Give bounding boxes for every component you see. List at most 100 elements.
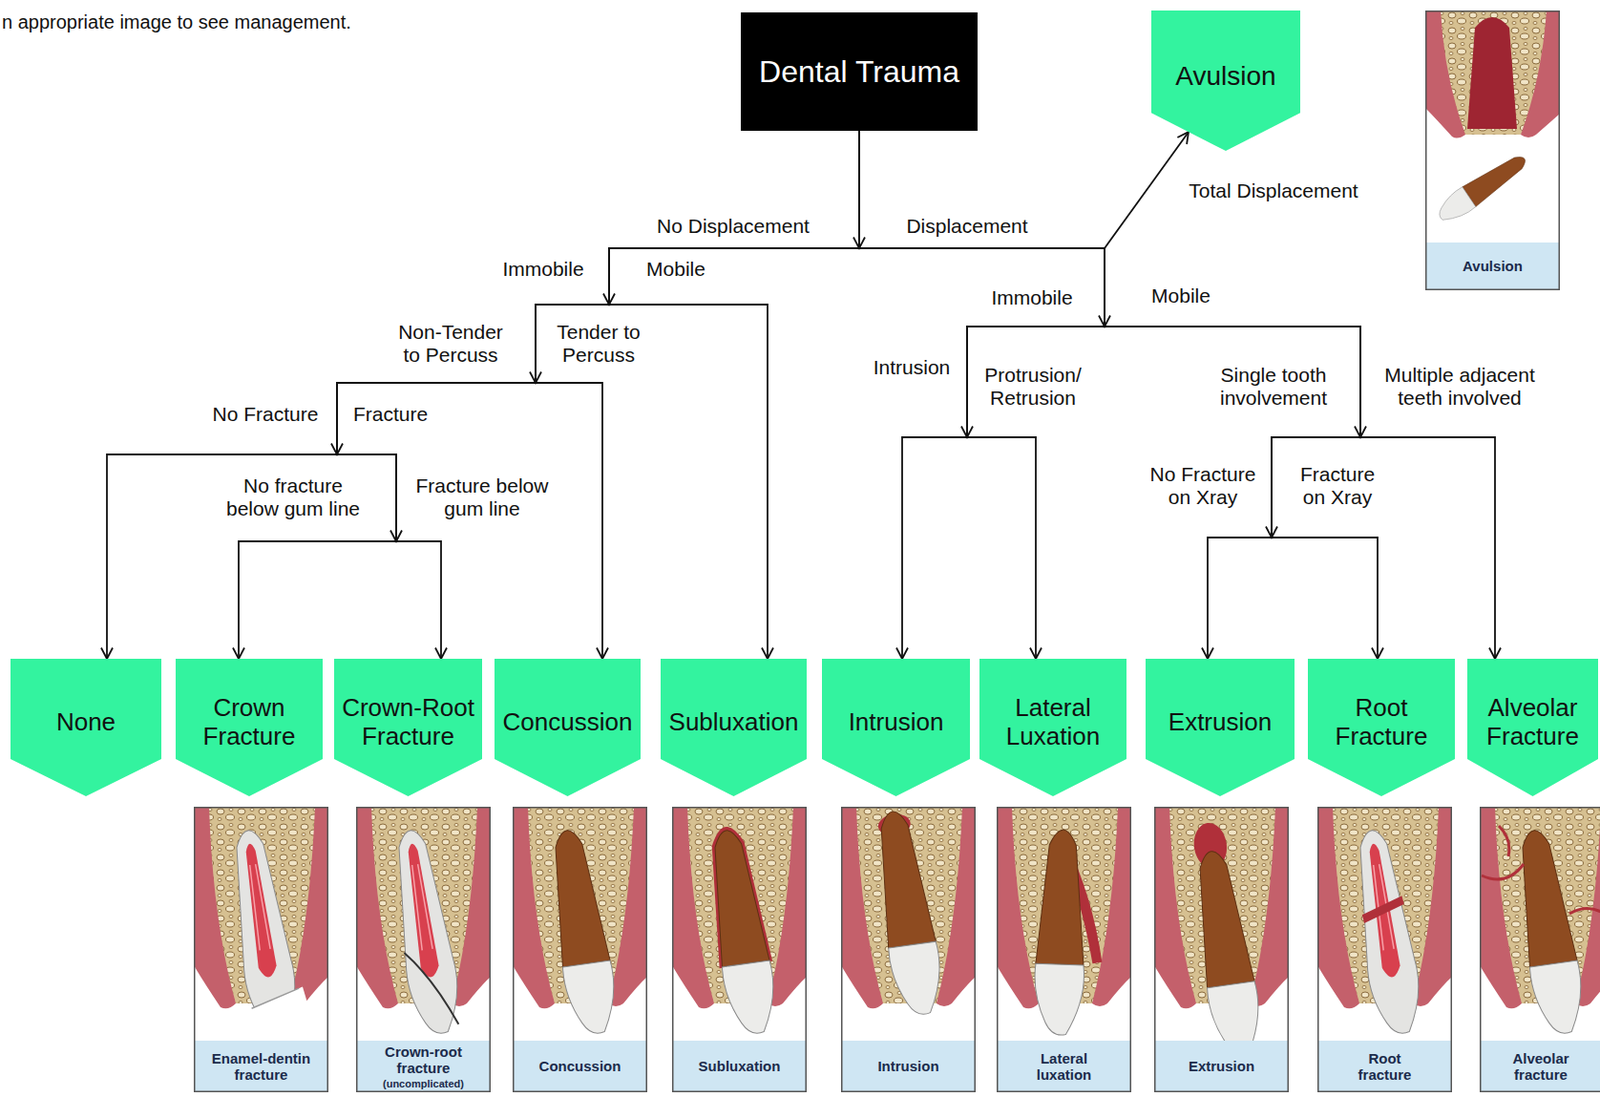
- figure-caption: Extrusion: [1159, 1057, 1285, 1074]
- injury-figure: [193, 806, 329, 1093]
- figure-caption: Subluxation: [677, 1057, 802, 1074]
- outcome-arrow-box: Root Fracture: [1307, 658, 1455, 797]
- connector-line: [609, 130, 860, 659]
- injury-figure-part-part-part: [229, 985, 321, 1041]
- injury-figure-part-part: [1481, 825, 1600, 922]
- arrow-shape-fill: [494, 658, 641, 797]
- injury-figure-part-part: [1432, 148, 1532, 227]
- injury-figure-part: [1479, 1040, 1600, 1093]
- branch-label: Total Displacement: [1178, 179, 1369, 203]
- branch-label: Fracture on Xray: [1292, 463, 1384, 509]
- box-text: Crown Fracture: [180, 694, 318, 752]
- injury-figure-part-part-part: [543, 826, 621, 1037]
- connector-line: [859, 130, 1378, 659]
- branch-label: No fracture below gum line: [221, 474, 365, 521]
- injury-figure-part: [1425, 10, 1560, 245]
- branch-label: Fracture: [345, 402, 437, 426]
- injury-figure-part: [1480, 807, 1600, 1093]
- injury-figure-part-part-part: [1360, 895, 1407, 924]
- injury-figure-part: [512, 1040, 648, 1093]
- connector-line: [238, 130, 860, 659]
- outcome-arrow-box: Crown Fracture: [175, 658, 323, 797]
- injury-figure-part-part: [1520, 10, 1560, 138]
- injury-figure-part: [193, 806, 329, 1041]
- injury-figure-part-part-part: [403, 947, 459, 1032]
- branch-label: Immobile: [984, 286, 1080, 310]
- injury-figure-part: [841, 806, 976, 1041]
- arrowhead: [596, 648, 609, 660]
- arrow-shape-fill: [334, 658, 483, 797]
- flow-connector: [609, 130, 860, 659]
- injury-figure-part: [673, 807, 807, 1093]
- injury-figure-part-part: [1467, 17, 1517, 129]
- box-text: Dental Trauma: [745, 54, 973, 90]
- branch-label: Fracture below gum line: [410, 474, 554, 521]
- connector-line: [535, 130, 860, 659]
- branch-label: Protrusion/ Retrusion: [975, 363, 1091, 410]
- figure-caption: Enamel-dentin fracture: [204, 1050, 319, 1084]
- outcome-arrow-box: Lateral Luxation: [979, 658, 1127, 797]
- injury-figure-part-part: [1425, 10, 1560, 245]
- injury-figure-part: [1154, 806, 1289, 1041]
- arrowhead: [1201, 648, 1214, 660]
- junction-arrowhead: [1354, 426, 1367, 439]
- junction-arrowhead: [1265, 526, 1278, 539]
- connector-line: [106, 130, 860, 659]
- box-text: Crown-Root Fracture: [338, 694, 478, 752]
- outcome-arrow-box: Intrusion: [821, 658, 970, 797]
- injury-figure-part: [996, 1040, 1132, 1093]
- arrowhead: [1371, 648, 1384, 660]
- branch-label: Intrusion: [863, 356, 960, 379]
- flow-connector: [336, 130, 860, 659]
- injury-figure-part-part: [1425, 10, 1466, 139]
- injury-figure: [672, 806, 807, 1093]
- injury-figure: [1154, 806, 1289, 1093]
- arrow-shape-fill: [10, 658, 162, 797]
- branch-label: Non-Tender to Percuss: [391, 320, 511, 367]
- outcome-arrow-box: None: [10, 658, 162, 797]
- injury-figure-part-part: [1004, 821, 1117, 1041]
- injury-figure-part: [842, 807, 976, 1093]
- injury-figure-part: [841, 1040, 976, 1093]
- injury-figure-part: [1318, 807, 1453, 1093]
- injury-figure-part-part-part: [250, 988, 301, 1009]
- injury-figure-part-part-part: [1510, 826, 1588, 1037]
- branch-label: Displacement: [895, 214, 1039, 238]
- branch-label: No Displacement: [642, 214, 824, 238]
- outcome-arrow-box: Alveolar Fracture: [1467, 658, 1599, 797]
- junction-arrowhead: [603, 294, 615, 306]
- junction-arrowhead: [853, 237, 865, 250]
- injury-figure-part: [193, 1040, 329, 1093]
- injury-figure-part-part-part-part: [869, 807, 948, 1018]
- flow-connector: [859, 130, 1105, 659]
- flow-connector: [859, 130, 1105, 659]
- injury-figure-part-part-part: [702, 826, 780, 1037]
- injury-figure-part: [356, 1040, 491, 1093]
- arrow-shape-fill: [1307, 658, 1455, 797]
- arrowhead: [435, 648, 447, 660]
- arrowhead: [1177, 131, 1189, 145]
- injury-figure-part-part: [1479, 806, 1600, 1041]
- arrow-shape-fill: [175, 658, 323, 797]
- arrow-shape-fill: [821, 658, 970, 797]
- header-note: n appropriate image to see management.: [1, 11, 352, 34]
- injury-figure-part-part-part: [1432, 148, 1532, 227]
- figure-caption: Intrusion: [846, 1057, 971, 1074]
- box-text: Avulsion: [1156, 61, 1296, 92]
- connector-line: [859, 130, 1105, 659]
- connector-line: [336, 130, 860, 659]
- box-text: Concussion: [499, 708, 636, 737]
- injury-figure-part-part: [356, 806, 491, 1041]
- branch-label: Single tooth involvement: [1211, 363, 1336, 410]
- injury-figure-part-part: [386, 826, 464, 1037]
- injury-figure: [1317, 806, 1453, 1093]
- arrowhead: [101, 648, 113, 660]
- injury-figure-part: [1425, 242, 1560, 291]
- flow-connector: [859, 130, 1361, 659]
- flow-connector: [859, 130, 1189, 249]
- junction-arrowhead: [331, 443, 343, 456]
- box-text: Extrusion: [1150, 708, 1290, 737]
- injury-figure-part: [1154, 1040, 1289, 1093]
